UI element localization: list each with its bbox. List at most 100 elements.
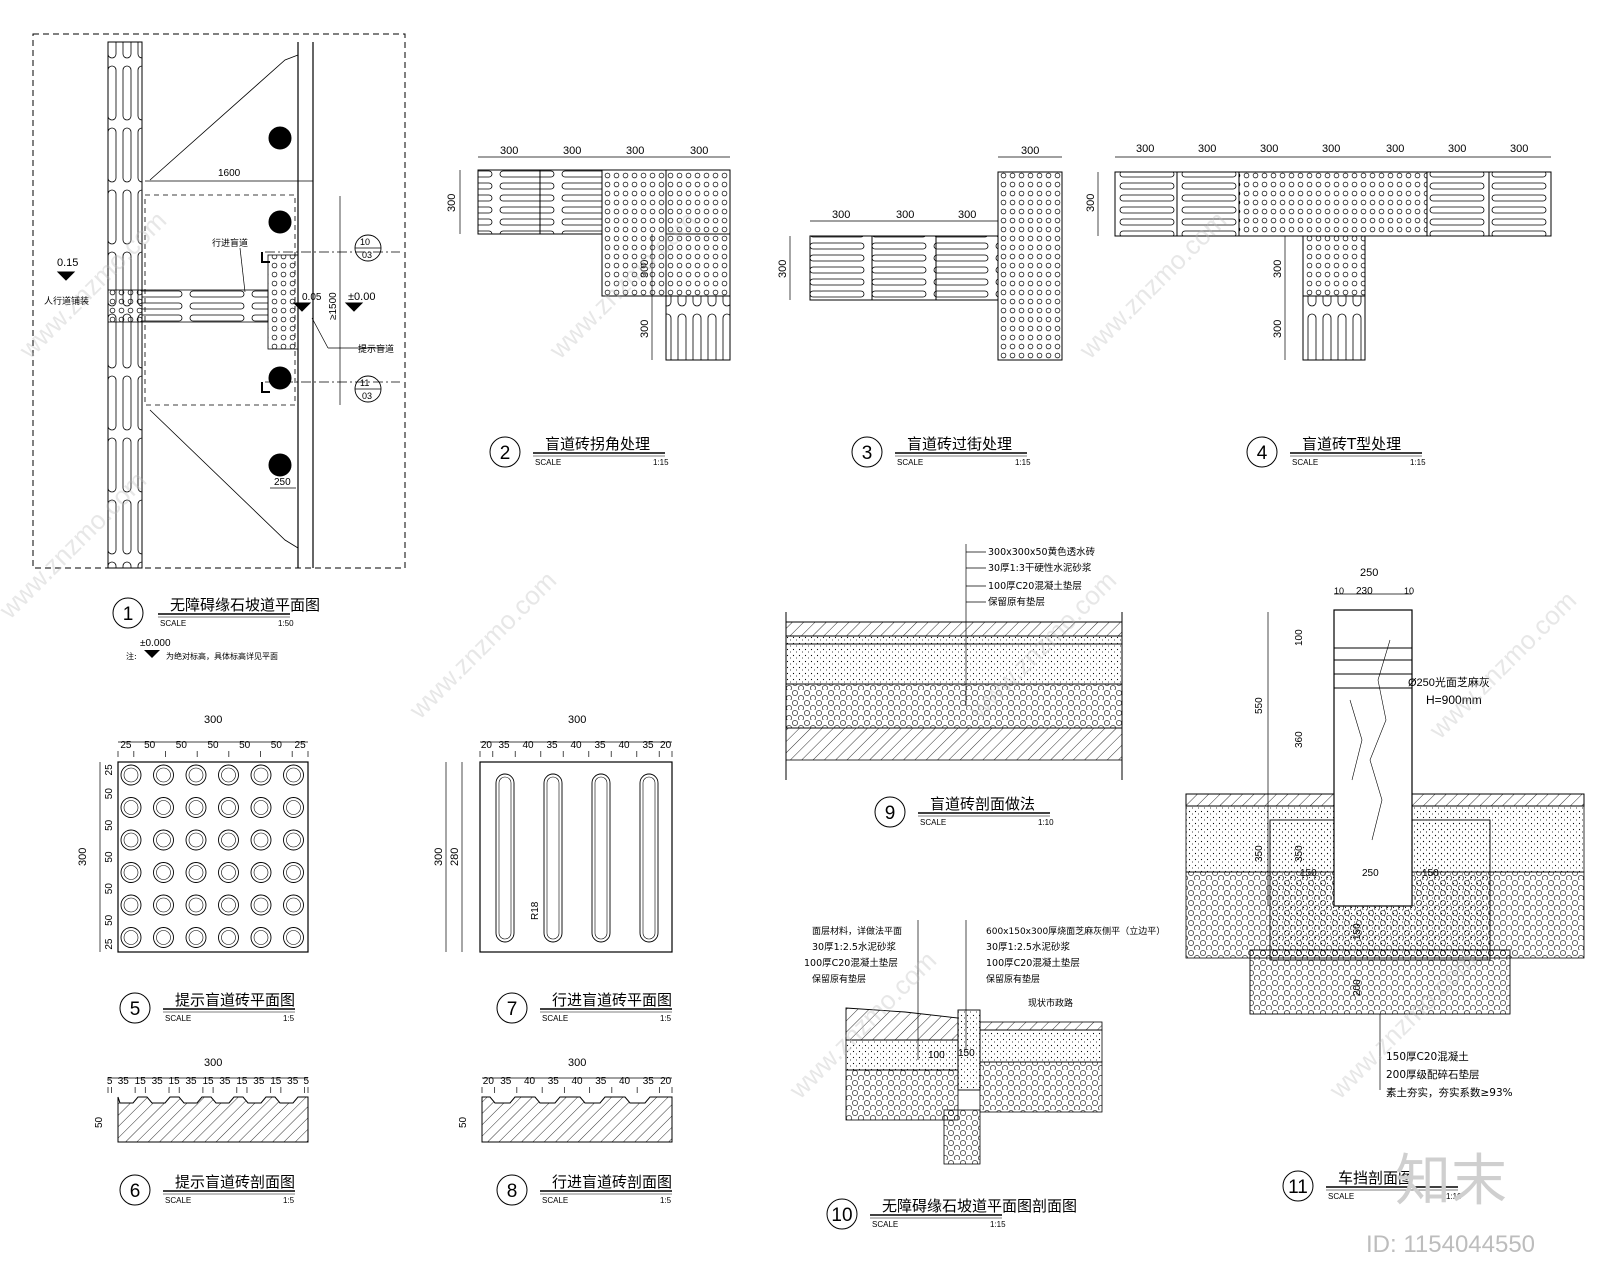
tactile-dot bbox=[120, 894, 142, 916]
detail-title: 行进盲道砖剖面图 bbox=[552, 1173, 672, 1191]
dim: 360 bbox=[1294, 731, 1305, 748]
tactile-dot bbox=[250, 927, 272, 948]
dim: 300 bbox=[958, 209, 976, 221]
tactile-dot bbox=[218, 797, 239, 818]
scale-value: 1:5 bbox=[660, 1196, 672, 1205]
layer-label: 200厚级配碎石垫层 bbox=[1386, 1068, 1480, 1081]
tactile-dot bbox=[185, 764, 207, 786]
tactile-dot bbox=[250, 829, 272, 851]
dim: 550 bbox=[1254, 697, 1265, 714]
tactile-dot-inner bbox=[286, 865, 301, 880]
dim: 300 bbox=[1260, 143, 1278, 155]
tactile-dot-inner bbox=[156, 832, 171, 848]
dim: 25 bbox=[104, 764, 115, 776]
dim: 15 bbox=[236, 1076, 248, 1087]
detail-number: 5 bbox=[130, 999, 141, 1020]
dim: 300 bbox=[568, 1057, 586, 1069]
level-000: ±0.00 bbox=[348, 291, 375, 303]
dim: 40 bbox=[522, 740, 534, 751]
dim: 20 bbox=[660, 1076, 672, 1087]
bollard-symbol bbox=[268, 210, 292, 234]
dim: 300 bbox=[1322, 143, 1340, 155]
tactile-dot bbox=[250, 894, 272, 916]
dim: 300 bbox=[1448, 143, 1466, 155]
detail-5-warning-tile bbox=[99, 741, 309, 953]
dim: 25 bbox=[104, 938, 115, 950]
dim: 200 bbox=[1352, 979, 1363, 996]
dim: 150 bbox=[958, 1048, 975, 1059]
ref-sheet-bot: 03 bbox=[362, 391, 372, 401]
dim: 50 bbox=[94, 1116, 105, 1128]
dim: 50 bbox=[104, 883, 115, 895]
dim: 35 bbox=[498, 740, 510, 751]
ref-top: 10 bbox=[360, 237, 370, 247]
tactile-dot bbox=[250, 764, 272, 786]
dim: 35 bbox=[118, 1076, 130, 1087]
dim: 10 bbox=[1334, 586, 1344, 596]
detail-title: 行进盲道砖平面图 bbox=[552, 991, 672, 1009]
tactile-dot bbox=[153, 862, 174, 883]
layer-label: 保留原有垫层 bbox=[812, 973, 866, 985]
dim: 300 bbox=[204, 1057, 222, 1069]
det9-layer-labels: 300x300x50黄色透水砖 30厚1:3干硬性水泥砂浆 100厚C20混凝土… bbox=[988, 546, 1096, 608]
scale-value: 1:15 bbox=[1410, 458, 1426, 467]
dim: 50 bbox=[176, 740, 188, 751]
tactile-dot-inner bbox=[188, 800, 204, 815]
watermark: www.znzmo.com bbox=[12, 205, 172, 365]
plan-1-curb-ramp bbox=[32, 33, 406, 569]
detail-11-bollard-section bbox=[1185, 593, 1585, 1090]
detail-7-guide-tile bbox=[445, 741, 673, 953]
tactile-dot bbox=[120, 862, 142, 883]
dim: 150 bbox=[1352, 923, 1363, 940]
bollard-symbol bbox=[268, 126, 292, 150]
dim: 5 bbox=[107, 1076, 113, 1087]
dim: 35 bbox=[546, 740, 558, 751]
detail-title: 车挡剖面图 bbox=[1338, 1169, 1413, 1187]
layer-label: 30厚1:3干硬性水泥砂浆 bbox=[988, 562, 1092, 574]
note-prefix: 注: bbox=[126, 651, 137, 661]
tactile-dot-inner bbox=[221, 767, 236, 783]
tactile-dot bbox=[283, 894, 304, 916]
dim: 15 bbox=[135, 1076, 147, 1087]
detail-number: 8 bbox=[507, 1181, 518, 1202]
detail-title: 提示盲道砖剖面图 bbox=[175, 1173, 295, 1191]
scale-value: 1:10 bbox=[1446, 1192, 1462, 1201]
layer-label: 保留原有垫层 bbox=[986, 973, 1040, 985]
dim: 35 bbox=[594, 740, 606, 751]
detail-8-guide-section bbox=[481, 1077, 673, 1143]
tactile-dot-inner bbox=[123, 865, 139, 880]
tactile-dot bbox=[153, 894, 174, 916]
level-005: 0.05 bbox=[302, 292, 322, 303]
dim: 20 bbox=[483, 1076, 495, 1087]
dim: 300 bbox=[1136, 143, 1154, 155]
tactile-dot bbox=[185, 829, 207, 851]
tactile-dot-inner bbox=[123, 767, 139, 783]
dim-1500: ≥1500 bbox=[328, 292, 339, 320]
tactile-dot-inner bbox=[221, 832, 236, 848]
detail-number: 11 bbox=[1288, 1177, 1308, 1198]
dim: 40 bbox=[618, 740, 630, 751]
dim: 300 bbox=[832, 209, 850, 221]
dim: 40 bbox=[619, 1076, 631, 1087]
scale-value: 1:5 bbox=[660, 1014, 672, 1023]
dim: 100 bbox=[928, 1050, 945, 1061]
scale-value: 1:5 bbox=[283, 1014, 295, 1023]
scale-label: SCALE bbox=[920, 818, 946, 827]
dim: 50 bbox=[207, 740, 219, 751]
tactile-dot-inner bbox=[253, 897, 269, 913]
dim: 300 bbox=[204, 714, 222, 726]
dim: 300 bbox=[77, 848, 89, 866]
tactile-dot-inner bbox=[253, 930, 269, 945]
tactile-dot-inner bbox=[123, 800, 139, 815]
tactile-dot-inner bbox=[286, 897, 301, 913]
tactile-dot bbox=[120, 927, 142, 948]
tactile-dot bbox=[283, 927, 304, 948]
layer-label: 300x300x50黄色透水砖 bbox=[988, 546, 1096, 558]
tactile-dot-inner bbox=[188, 930, 204, 945]
bollard-body bbox=[1333, 609, 1413, 907]
